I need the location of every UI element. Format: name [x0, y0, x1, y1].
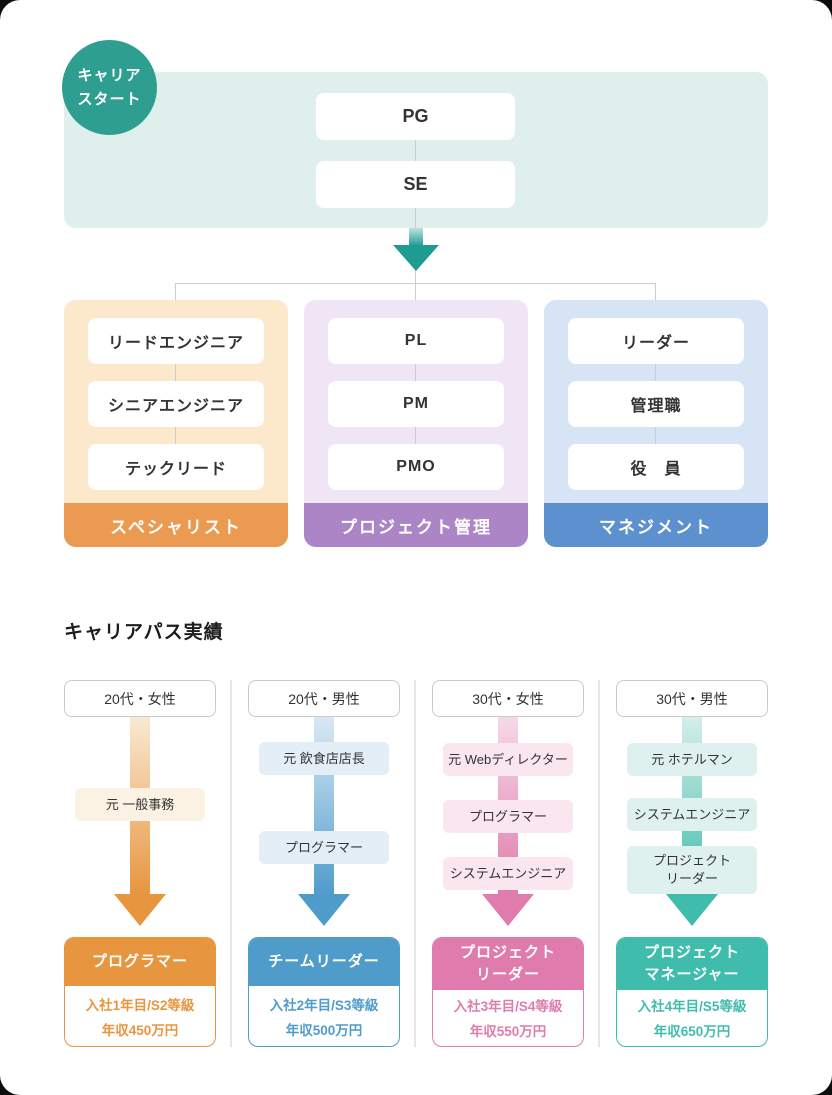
path-header: 30代・男性: [616, 680, 768, 717]
node-pg: PG: [316, 93, 515, 140]
track-item: PM: [328, 381, 504, 427]
result-role: チームリーダー: [249, 938, 399, 986]
path-arrow-head-icon: [482, 894, 534, 926]
track-title-project-management: プロジェクト管理: [304, 503, 528, 547]
path-header: 20代・女性: [64, 680, 216, 717]
result-grade: 入社1年目/S2等級: [85, 997, 195, 1013]
connector-line: [175, 427, 176, 444]
result-role: プログラマー: [65, 938, 215, 986]
track-management: リーダー 管理職 役 員 マネジメント: [544, 300, 768, 547]
path-step: システムエンジニア: [443, 857, 573, 890]
path-30s-female: 30代・女性 元 Webディレクター プログラマー システムエンジニア プロジェ…: [432, 680, 584, 1047]
result-salary: 年収500万円: [285, 1022, 363, 1038]
track-project-management: PL PM PMO プロジェクト管理: [304, 300, 528, 547]
track-title-management: マネジメント: [544, 503, 768, 547]
branch-connector-line: [176, 283, 656, 284]
track-item: テックリード: [88, 444, 264, 490]
track-item: シニアエンジニア: [88, 381, 264, 427]
result-role: プロジェクト マネージャー: [617, 938, 767, 990]
result-salary: 年収550万円: [469, 1024, 547, 1040]
path-20s-male: 20代・男性 元 飲食店店長 プログラマー チームリーダー 入社2年目/S3等級…: [248, 680, 400, 1047]
column-divider: [414, 680, 416, 1047]
path-step: プロジェクト リーダー: [627, 846, 757, 894]
node-se: SE: [316, 161, 515, 208]
track-item: PMO: [328, 444, 504, 490]
result-details: 入社4年目/S5等級 年収650万円: [617, 990, 767, 1047]
connector-line: [415, 427, 416, 444]
connector-line: [415, 140, 416, 161]
path-arrow-head-icon: [114, 894, 166, 926]
result-grade: 入社4年目/S5等級: [637, 999, 747, 1015]
path-20s-female: 20代・女性 元 一般事務 プログラマー 入社1年目/S2等級 年収450万円: [64, 680, 216, 1047]
path-step: プログラマー: [259, 831, 389, 864]
path-step: 元 一般事務: [75, 788, 205, 821]
down-arrow-icon: [393, 245, 439, 271]
track-item: リーダー: [568, 318, 744, 364]
track-title-specialist: スペシャリスト: [64, 503, 288, 547]
connector-line: [655, 283, 656, 300]
result-salary: 年収650万円: [653, 1024, 731, 1040]
path-step: 元 Webディレクター: [443, 743, 573, 776]
section-title-career-results: キャリアパス実績: [64, 622, 224, 643]
connector-line: [415, 283, 416, 300]
result-card: チームリーダー 入社2年目/S3等級 年収500万円: [248, 937, 400, 1047]
track-item: PL: [328, 318, 504, 364]
track-item: リードエンジニア: [88, 318, 264, 364]
result-salary: 年収450万円: [101, 1022, 179, 1038]
track-item: 役 員: [568, 444, 744, 490]
path-step: 元 飲食店店長: [259, 742, 389, 775]
result-grade: 入社2年目/S3等級: [269, 997, 379, 1013]
result-details: 入社1年目/S2等級 年収450万円: [65, 986, 215, 1046]
path-arrow-head-icon: [298, 894, 350, 926]
result-role: プロジェクト リーダー: [433, 938, 583, 990]
path-header: 30代・女性: [432, 680, 584, 717]
result-card: プロジェクト マネージャー 入社4年目/S5等級 年収650万円: [616, 937, 768, 1047]
result-details: 入社2年目/S3等級 年収500万円: [249, 986, 399, 1046]
career-start-badge: キャリア スタート: [62, 40, 157, 135]
connector-line: [175, 283, 176, 300]
connector-line: [175, 364, 176, 381]
result-grade: 入社3年目/S4等級: [453, 999, 563, 1015]
result-details: 入社3年目/S4等級 年収550万円: [433, 990, 583, 1047]
path-arrow-head-icon: [666, 894, 718, 926]
column-divider: [230, 680, 232, 1047]
track-item: 管理職: [568, 381, 744, 427]
column-divider: [598, 680, 600, 1047]
result-card: プロジェクト リーダー 入社3年目/S4等級 年収550万円: [432, 937, 584, 1047]
result-card: プログラマー 入社1年目/S2等級 年収450万円: [64, 937, 216, 1047]
connector-line: [415, 364, 416, 381]
path-header: 20代・男性: [248, 680, 400, 717]
path-30s-male: 30代・男性 元 ホテルマン システムエンジニア プロジェクト リーダー プロジ…: [616, 680, 768, 1047]
track-specialist: リードエンジニア シニアエンジニア テックリード スペシャリスト: [64, 300, 288, 547]
down-arrow-icon: [409, 228, 423, 246]
connector-line: [655, 364, 656, 381]
path-step: 元 ホテルマン: [627, 743, 757, 776]
path-step: プログラマー: [443, 800, 573, 833]
path-step: システムエンジニア: [627, 798, 757, 831]
connector-line: [655, 427, 656, 444]
